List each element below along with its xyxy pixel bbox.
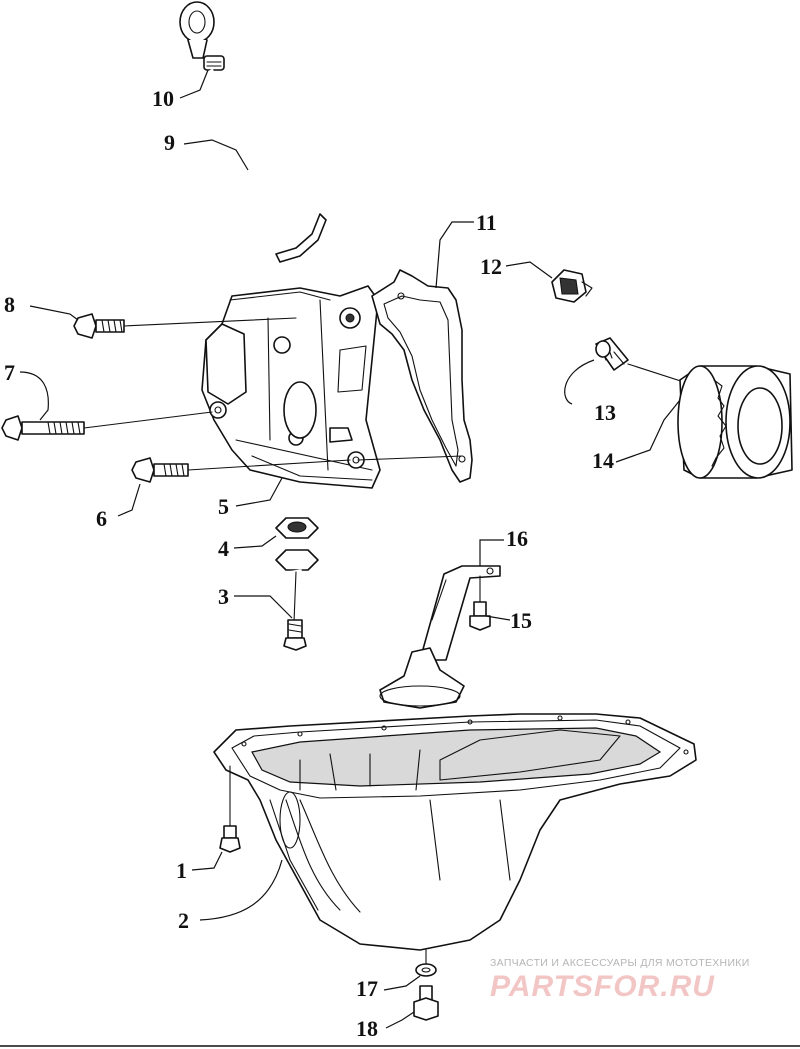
callout-5: 5: [218, 494, 229, 519]
callout-1: 1: [176, 858, 187, 883]
cover-gasket: [371, 269, 473, 483]
callout-12: 12: [480, 254, 502, 279]
filter-stud: [595, 337, 691, 385]
drain-plug-18: [413, 985, 439, 1021]
oil-pump-housing: [201, 285, 381, 489]
callout-3: 3: [218, 584, 229, 609]
callout-13: 13: [594, 400, 616, 425]
dipstick-handle: [179, 1, 225, 71]
callout-4: 4: [218, 536, 229, 561]
watermark-logo: PARTSFOR.RU: [490, 970, 715, 1003]
watermark-tagline: ЗАПЧАСТИ И АКСЕССУАРЫ ДЛЯ МОТОТЕХНИКИ: [490, 957, 750, 969]
oil-pan: [213, 713, 697, 951]
callout-11: 11: [476, 210, 497, 235]
callout-6: 6: [96, 506, 107, 531]
leader-lines: [19, 69, 681, 1029]
watermark: ЗАПЧАСТИ И АКСЕССУАРЫ ДЛЯ МОТОТЕХНИКИ PA…: [490, 957, 750, 1003]
oil-pressure-sensor: [551, 269, 593, 303]
callout-15: 15: [510, 608, 532, 633]
oil-strainer: [275, 549, 501, 709]
oil-filter: [677, 365, 793, 479]
callout-labels: 1 2 3 4 5 6 7 8 9 10 11 12 13 14 15 16 1…: [4, 86, 616, 1041]
callout-9: 9: [164, 130, 175, 155]
callout-7: 7: [4, 360, 15, 385]
bolt-7: [1, 411, 213, 441]
callout-17: 17: [356, 976, 378, 1001]
callout-10: 10: [152, 86, 174, 111]
callout-2: 2: [178, 908, 189, 933]
strainer-bolt-3: [283, 571, 307, 651]
callout-8: 8: [4, 292, 15, 317]
callout-16: 16: [506, 526, 528, 551]
pickup-gasket: [275, 517, 319, 539]
bolt-6: [131, 455, 463, 483]
callout-14: 14: [592, 448, 614, 473]
callout-18: 18: [356, 1016, 378, 1041]
bolt-8: [73, 313, 297, 339]
pan-bolt-1: [219, 765, 241, 853]
drain-washer-17: [415, 949, 437, 977]
bracket-bolt-15: [469, 575, 491, 631]
